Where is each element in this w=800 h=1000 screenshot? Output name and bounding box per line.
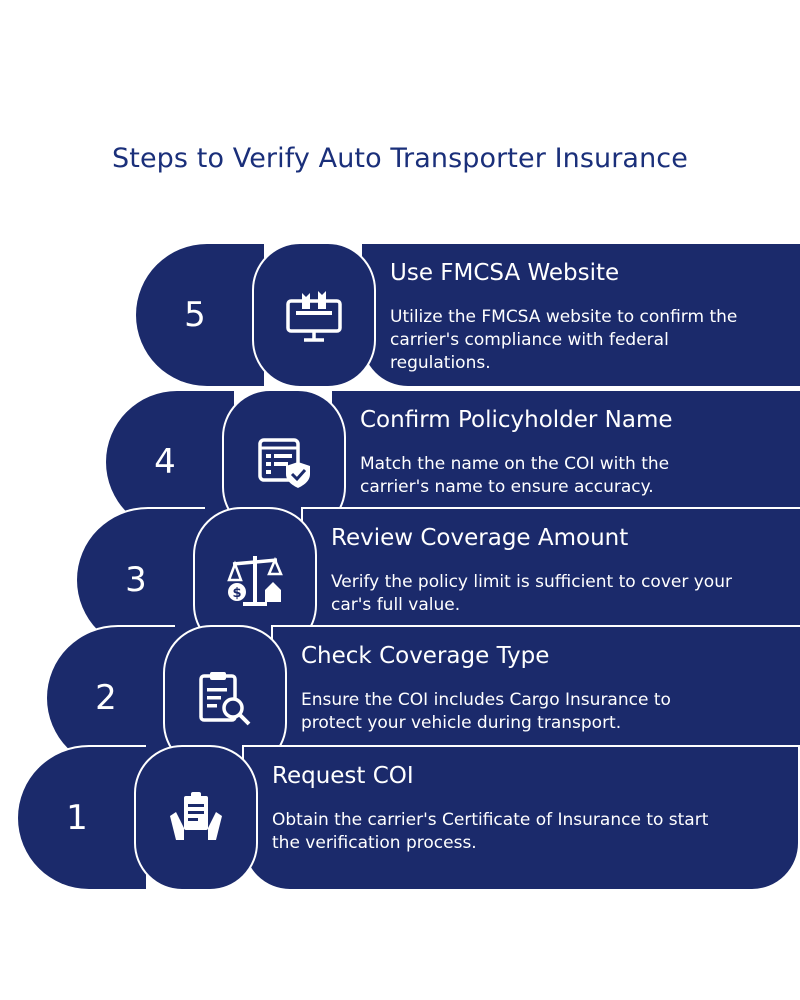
step-description: Utilize the FMCSA website to confirm the…	[390, 307, 738, 373]
svg-text:$: $	[232, 586, 241, 601]
clipboard-search-icon	[195, 668, 255, 728]
step-number: 5	[184, 295, 206, 335]
step-text-panel: Confirm Policyholder Name Match the name…	[330, 389, 800, 535]
balance-scale-icon: $	[225, 550, 285, 610]
step-number-tile: 1	[16, 745, 146, 891]
step-heading: Use FMCSA Website	[390, 260, 620, 286]
step-heading: Request COI	[272, 763, 414, 789]
step-number: 4	[154, 442, 176, 482]
step-description: Match the name on the COI with the carri…	[360, 454, 670, 497]
step-description: Verify the policy limit is sufficient to…	[331, 572, 732, 615]
step-text-panel: Request COI Obtain the carrier's Certifi…	[242, 745, 800, 891]
document-shield-icon	[254, 434, 314, 490]
step-number-tile: 5	[134, 242, 264, 388]
step-description: Ensure the COI includes Cargo Insurance …	[301, 690, 671, 733]
step-description: Obtain the carrier's Certificate of Insu…	[272, 810, 709, 853]
step-1: Request COI Obtain the carrier's Certifi…	[16, 745, 800, 891]
step-5: Use FMCSA Website Utilize the FMCSA webs…	[134, 242, 800, 388]
step-text-panel: Use FMCSA Website Utilize the FMCSA webs…	[360, 242, 800, 388]
step-icon-tile	[134, 745, 258, 891]
step-heading: Review Coverage Amount	[331, 525, 629, 551]
step-number: 3	[125, 560, 147, 600]
fmcsa-monitor-icon	[284, 287, 344, 343]
step-heading: Confirm Policyholder Name	[360, 407, 673, 433]
step-heading: Check Coverage Type	[301, 643, 550, 669]
page-title: Steps to Verify Auto Transporter Insuran…	[112, 143, 688, 174]
hands-document-icon	[166, 788, 226, 848]
step-number: 2	[95, 678, 117, 718]
step-number: 1	[66, 798, 88, 838]
step-icon-tile	[252, 242, 376, 388]
